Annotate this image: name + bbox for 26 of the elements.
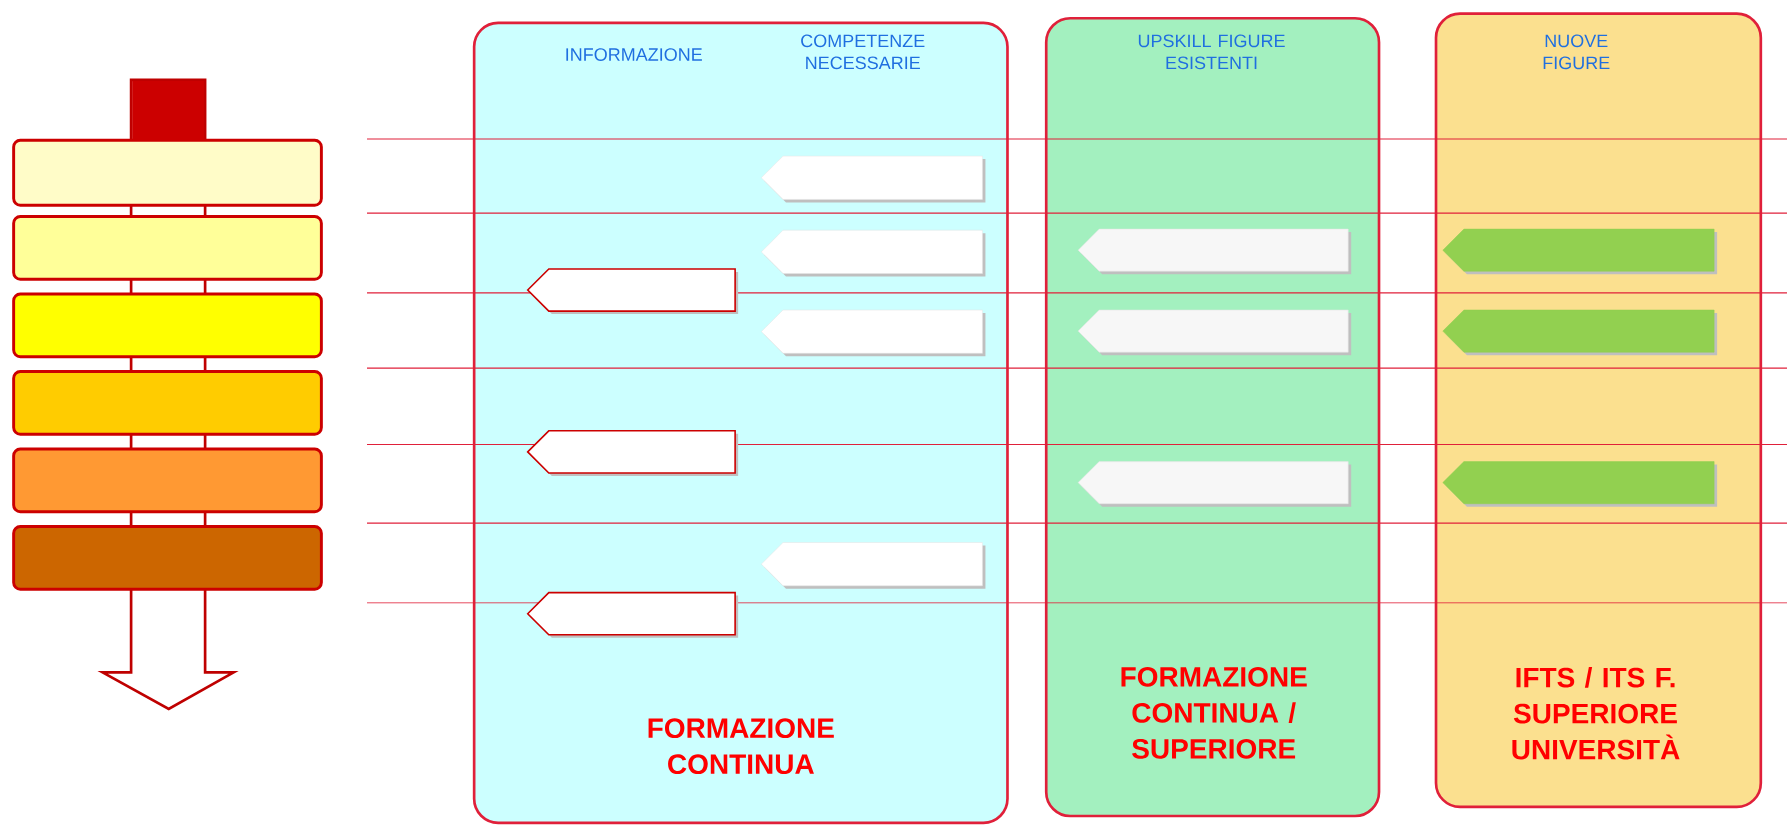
column-heading: NUOVE FIGURE (1543, 34, 1610, 70)
level-box (12, 370, 323, 436)
level-box (12, 138, 323, 207)
arrow-shape (1077, 461, 1352, 507)
arrow-shape (1442, 461, 1718, 507)
arrow-shape (761, 229, 986, 277)
arrow-shape (526, 591, 739, 638)
arrow-shape (761, 309, 986, 357)
arrow-shape (761, 542, 986, 589)
column-footer: FORMAZIONE CONTINUA (648, 718, 834, 775)
arrow-shape (526, 430, 739, 476)
column-footer: IFTS / ITS F. SUPERIORE UNIVERSITÀ (1512, 667, 1680, 760)
column-heading: INFORMAZIONE (566, 48, 702, 61)
column-footer: FORMAZIONE CONTINUA / SUPERIORE (1121, 666, 1307, 759)
level-box (12, 292, 323, 359)
arrow-shape (526, 268, 739, 315)
level-box (12, 215, 323, 281)
level-box (12, 525, 323, 591)
arrow-shape (1077, 228, 1352, 275)
column-heading: COMPETENZE NECESSARIE (801, 34, 925, 70)
level-box (12, 447, 323, 514)
arrow-shape (1442, 309, 1718, 356)
column-heading: UPSKILL FIGURE ESISTENTI (1138, 34, 1285, 70)
arrow-shape (1442, 228, 1718, 275)
arrow-shape (761, 155, 986, 203)
arrow-shape (1077, 309, 1352, 356)
